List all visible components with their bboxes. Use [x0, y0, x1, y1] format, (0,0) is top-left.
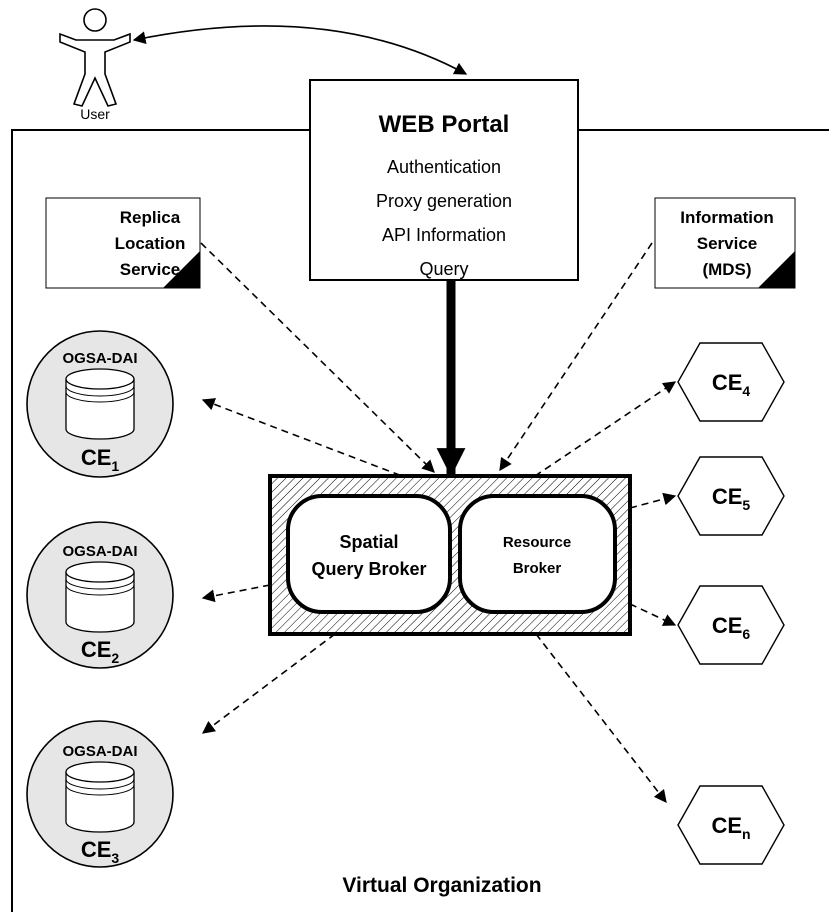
ce-5-label: CE5 [712, 484, 751, 513]
compute-element-4: CE4 [677, 342, 785, 422]
database-icon [65, 368, 135, 440]
information-service-box: Information Service (MDS) [654, 197, 796, 289]
ce-n-label: CEn [711, 813, 750, 842]
portal-item-api-information: API Information [382, 225, 506, 245]
broker-ce2-arrow [201, 584, 271, 603]
user-icon [59, 8, 131, 107]
ce-4-label: CE4 [712, 370, 751, 399]
spatial-broker-line-1: Spatial [339, 532, 398, 552]
compute-element-5: CE5 [677, 456, 785, 536]
web-portal-box: WEB Portal Authentication Proxy generati… [309, 79, 579, 281]
compute-element-6: CE6 [677, 585, 785, 665]
broker-ce5-arrow [629, 492, 677, 509]
database-node-3: OGSA-DAI CE3 [26, 720, 174, 868]
replica-location-service-box: Replica Location Service [45, 197, 201, 289]
replica-line-1: Replica [120, 208, 181, 227]
replica-line-2: Location [115, 234, 186, 253]
database-node-2: OGSA-DAI CE2 [26, 521, 174, 669]
broker-ce6-arrow [629, 603, 677, 626]
user-label: User [80, 106, 110, 122]
database-1-label: OGSA-DAI [63, 350, 138, 367]
database-2-label: OGSA-DAI [63, 543, 138, 560]
portal-item-authentication: Authentication [387, 157, 501, 177]
ce-6-label: CE6 [712, 613, 751, 642]
portal-item-query: Query [419, 259, 468, 279]
broker-container: Spatial Query Broker Resource Broker [268, 474, 632, 636]
virtual-organization-frame [11, 129, 829, 912]
database-node-1: OGSA-DAI CE1 [26, 330, 174, 478]
virtual-organization-label: Virtual Organization [342, 874, 541, 897]
mds-line-3: (MDS) [702, 260, 751, 279]
web-portal-title: WEB Portal [379, 111, 510, 138]
ce-2-label: CE2 [81, 637, 120, 666]
broker-cen-arrow [535, 633, 667, 804]
mds-line-1: Information [680, 208, 774, 227]
user-portal-arrow [132, 25, 468, 75]
spatial-broker-line-2: Query Broker [311, 559, 426, 579]
ce-3-label: CE3 [81, 837, 120, 866]
ce-1-label: CE1 [81, 445, 120, 474]
database-icon [65, 761, 135, 833]
portal-item-proxy-generation: Proxy generation [376, 191, 512, 211]
resource-broker: Resource Broker [458, 494, 617, 614]
broker-ce4-arrow [534, 381, 677, 477]
replica-to-broker-arrow [200, 242, 435, 473]
replica-line-3: Service [120, 260, 181, 279]
compute-element-n: CEn [677, 785, 785, 865]
broker-ce3-arrow [201, 633, 336, 734]
resource-broker-line-1: Resource [503, 534, 571, 551]
mds-line-2: Service [697, 234, 758, 253]
database-icon [65, 561, 135, 633]
mds-to-broker-arrow [499, 242, 653, 472]
resource-broker-line-2: Broker [513, 560, 562, 577]
spatial-query-broker: Spatial Query Broker [286, 494, 452, 614]
database-3-label: OGSA-DAI [63, 743, 138, 760]
